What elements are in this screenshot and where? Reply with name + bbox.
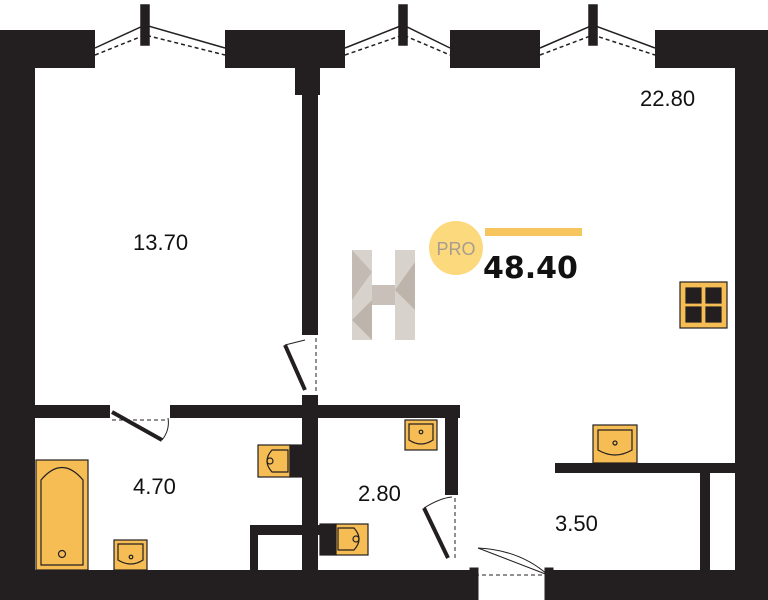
window-1: [94, 4, 226, 56]
door-entrance: [469, 547, 554, 600]
accent-bar: [485, 228, 582, 236]
h-logo-icon: [352, 250, 415, 340]
stove-icon: [679, 281, 728, 329]
logo: PRO: [352, 221, 582, 340]
washbasin-icon: [113, 539, 148, 571]
pro-label: PRO: [436, 239, 475, 259]
pro-badge: [429, 221, 483, 275]
door-toilet: [422, 496, 456, 560]
windows: [94, 4, 656, 56]
washbasin-icon-2: [404, 419, 438, 451]
door-bathroom: [111, 410, 169, 442]
bathtub-icon: [35, 459, 89, 571]
door-bedroom: [283, 338, 317, 392]
kitchen-sink-icon: [592, 424, 638, 464]
room-area-hallway: 3.50: [555, 511, 598, 536]
room-area-bathroom: 4.70: [133, 474, 176, 499]
toilet-icon: [257, 444, 307, 478]
room-area-living: 22.80: [640, 86, 695, 111]
toilet-icon-2: [319, 523, 369, 556]
total-area: 48.40: [483, 251, 578, 286]
room-area-toilet: 2.80: [358, 481, 401, 506]
fixtures: [35, 281, 728, 571]
doors: [111, 338, 554, 600]
walls: [0, 30, 768, 600]
window-3: [539, 4, 656, 56]
window-2: [344, 4, 451, 56]
room-area-bedroom: 13.70: [133, 230, 188, 255]
